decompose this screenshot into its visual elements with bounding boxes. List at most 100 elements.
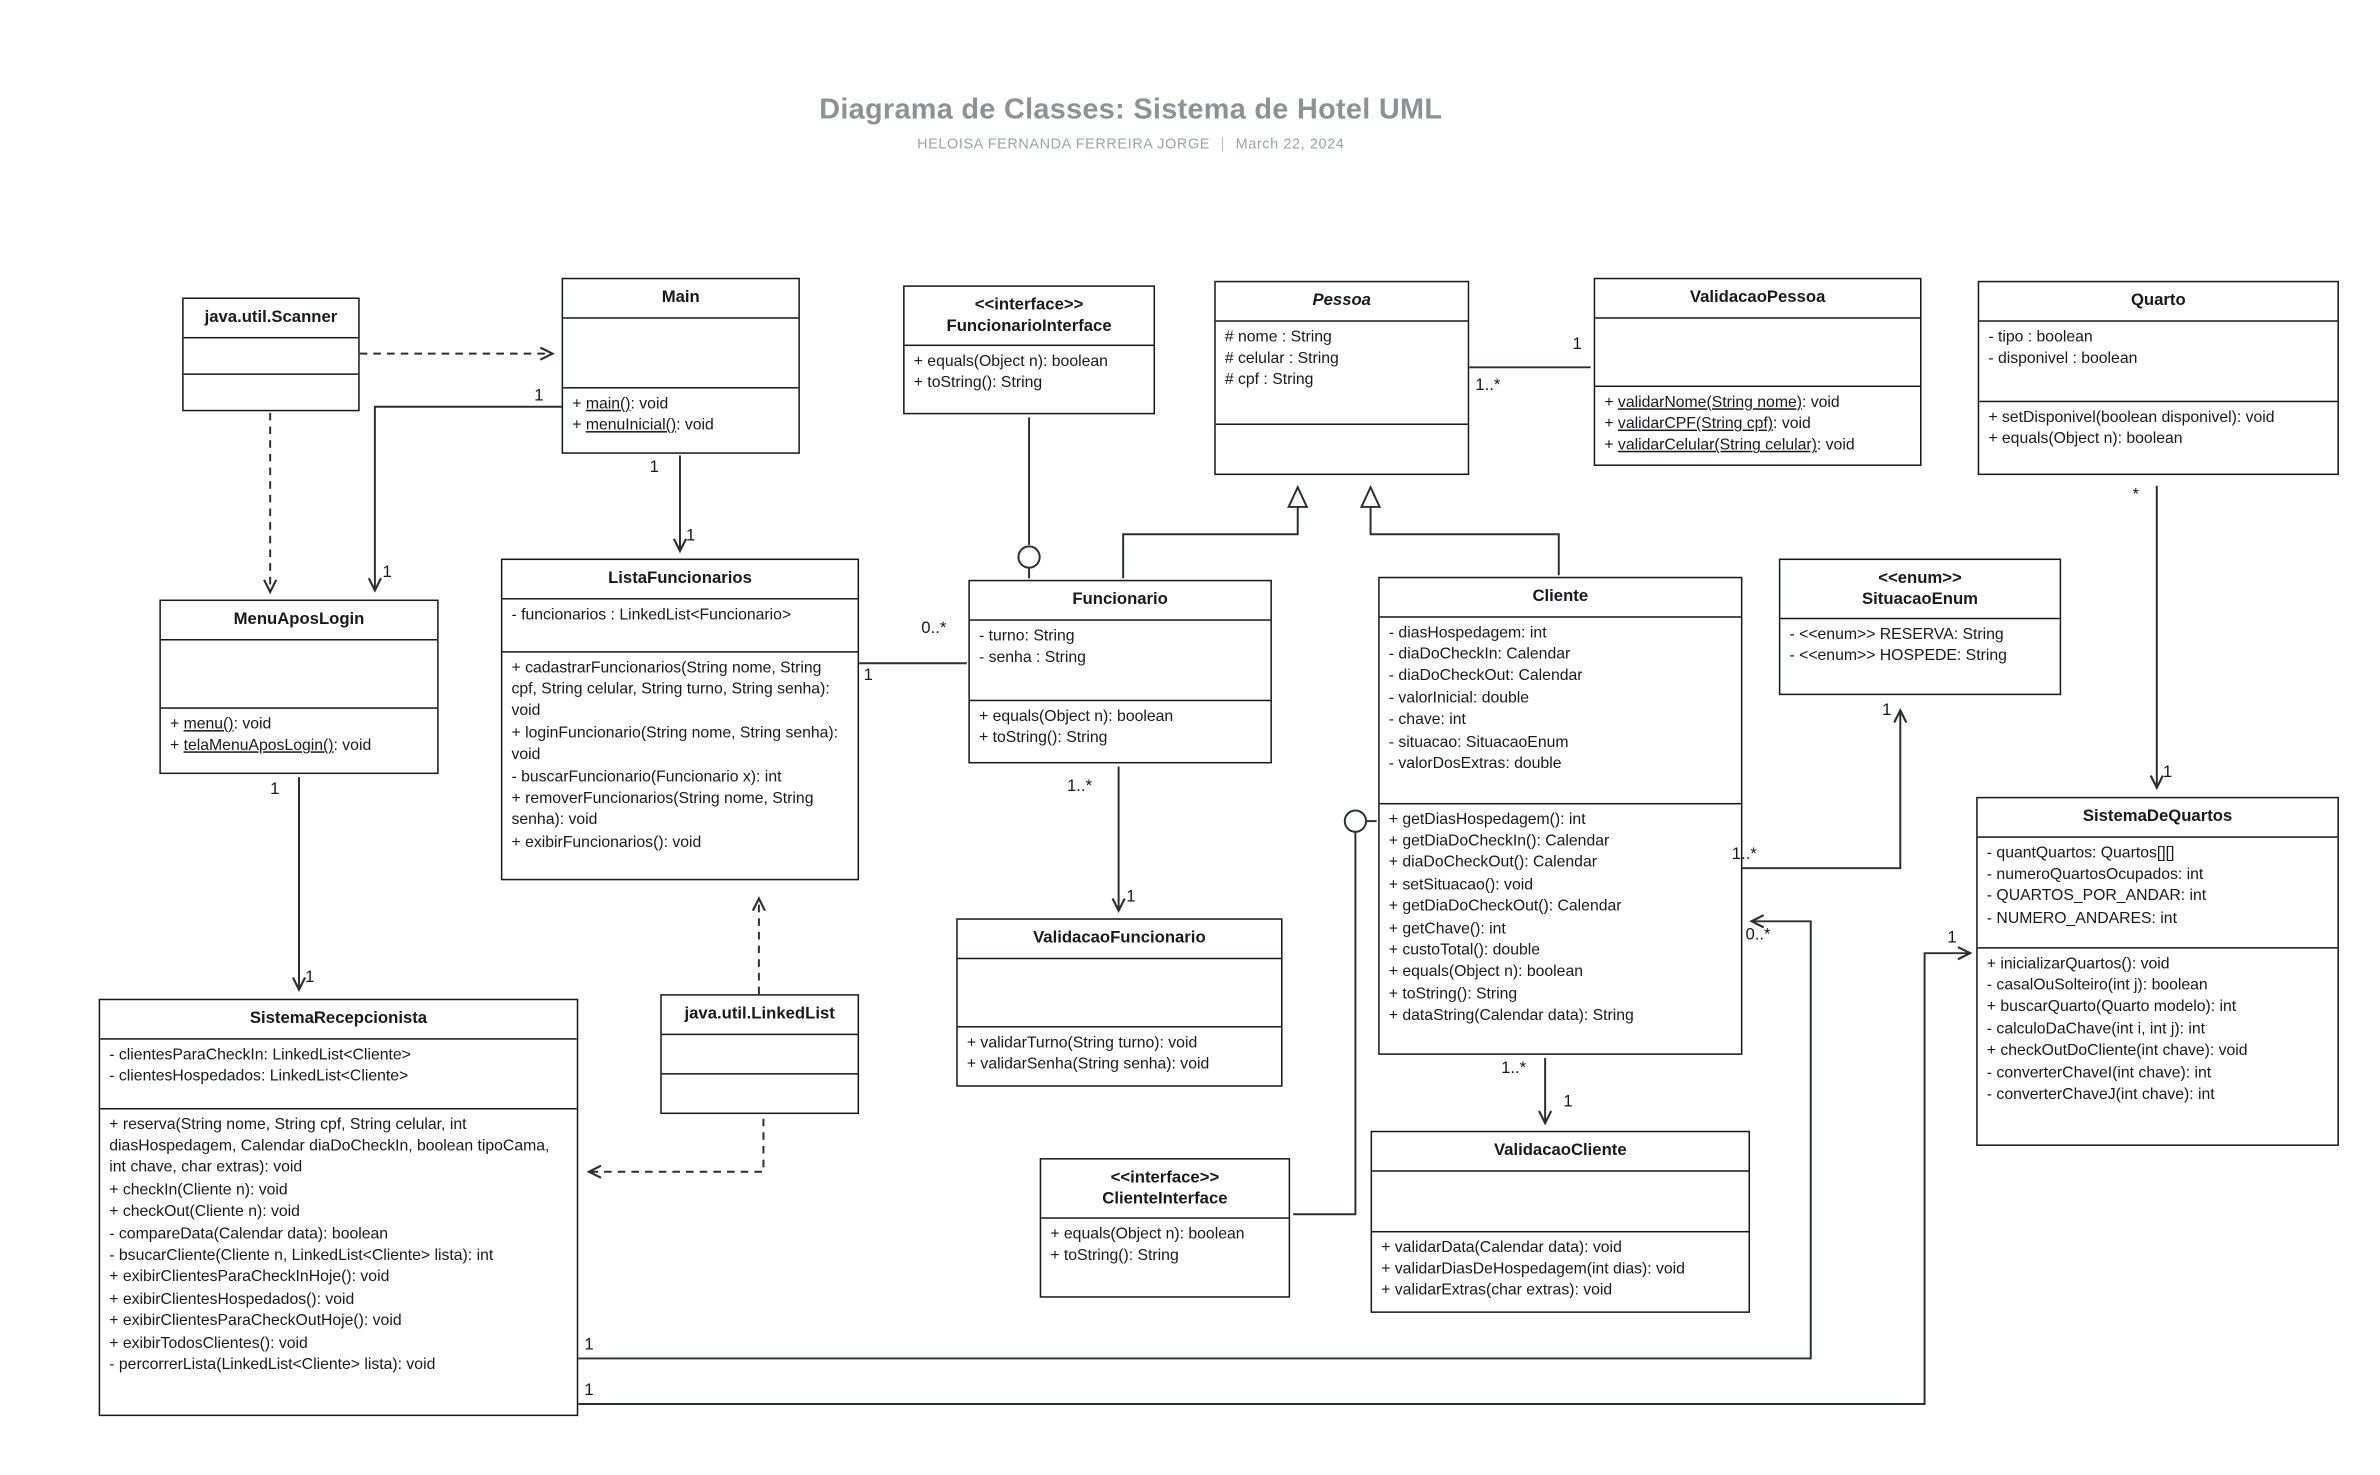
member-line: - valorDosExtras: double	[1388, 755, 1562, 773]
attributes-compartment	[1372, 1169, 1749, 1230]
class-situacaoenum[interactable]: <<enum>> SituacaoEnum - <<enum>> RESERVA…	[1778, 558, 2062, 696]
member-line: - <<enum>> RESERVA: String	[1789, 626, 2004, 644]
class-title: Pessoa	[1312, 291, 1371, 310]
member-line: + checkOut(Cliente n): void	[109, 1203, 300, 1221]
class-java-util-linkedlist[interactable]: java.util.LinkedList	[660, 994, 860, 1114]
class-pessoa[interactable]: Pessoa # nome : String# celular : String…	[1214, 280, 1470, 475]
member-line: + menuInicial(): void	[572, 417, 714, 434]
methods-compartment: + validarNome(String nome): void+ valida…	[1595, 384, 1921, 464]
edge-cliente-pessoa-generalization	[1371, 487, 1560, 576]
multiplicity-label: 1	[270, 780, 280, 799]
multiplicity-label: 1	[584, 1381, 594, 1400]
member-line: + equals(Object n): boolean	[1050, 1226, 1245, 1244]
multiplicity-label: 1	[1947, 928, 1957, 948]
member-line: + validarData(Calendar data): void	[1381, 1239, 1622, 1256]
member-line: + checkOutDoCliente(int chave): void	[1986, 1042, 2248, 1060]
member-line: + exibirClientesHospedados(): void	[109, 1291, 355, 1308]
author-name: HELOISA FERNANDA FERREIRA JORGE	[917, 136, 1211, 154]
multiplicity-label: 1	[2162, 763, 2173, 782]
member-line: - diasHospedagem: int	[1388, 624, 1547, 642]
member-line: + checkIn(Cliente n): void	[109, 1181, 288, 1199]
member-line: + cadastrarFuncionarios(String nome, Str…	[511, 659, 830, 720]
member-line: + main(): void	[572, 395, 669, 413]
class-menuaposlogin[interactable]: MenuAposLogin + menu(): void+ telaMenuAp…	[159, 599, 439, 774]
attributes-compartment: - tipo : boolean- disponivel : boolean	[1979, 319, 2338, 399]
attributes-compartment	[183, 336, 359, 372]
methods-compartment: + cadastrarFuncionarios(String nome, Str…	[502, 650, 858, 878]
member-line: + validarSenha(String senha): void	[966, 1056, 1210, 1073]
methods-compartment: + validarTurno(String turno): void+ vali…	[957, 1025, 1282, 1084]
class-title: Quarto	[2130, 291, 2186, 310]
page-title: Diagrama de Classes: Sistema de Hotel UM…	[819, 94, 1443, 126]
member-line: + inicializarQuartos(): void	[1986, 955, 2170, 973]
class-title: java.util.LinkedList	[684, 1004, 835, 1023]
class-sistemarecepcionista[interactable]: SistemaRecepcionista - clientesParaCheck…	[98, 998, 579, 1416]
member-line: + getDiasHospedagem(): int	[1388, 811, 1586, 828]
member-line: + toString(): String	[913, 375, 1043, 393]
multiplicity-label: 1	[863, 666, 873, 685]
class-main[interactable]: Main + main(): void + menuInicial(): void	[561, 277, 800, 454]
member-line: + validarCPF(String cpf): void	[1604, 415, 1811, 433]
member-line: + validarCelular(String celular): void	[1604, 437, 1855, 455]
member-line: - compareData(Calendar data): boolean	[109, 1225, 389, 1243]
member-line: + setDisponivel(boolean disponivel): voi…	[1988, 409, 2275, 426]
member-line: - percorrerLista(LinkedList<Cliente> lis…	[109, 1356, 436, 1374]
class-title: ValidacaoFuncionario	[1033, 928, 1206, 948]
member-line: + reserva(String nome, String cpf, Strin…	[109, 1116, 550, 1177]
attributes-compartment	[661, 1032, 858, 1072]
multiplicity-label: 0..*	[921, 619, 947, 638]
member-line: + dataString(Calendar data): String	[1388, 1008, 1634, 1025]
class-title: <<interface>> ClienteInterface	[1041, 1160, 1288, 1218]
multiplicity-label: 1..*	[1475, 376, 1501, 395]
class-quarto[interactable]: Quarto - tipo : boolean- disponivel : bo…	[1977, 280, 2339, 475]
member-line: + loginFuncionario(String nome, String s…	[511, 725, 839, 764]
member-line: - calculoDaChave(int i, int j): int	[1986, 1021, 2206, 1038]
multiplicity-label: 1	[1572, 335, 1582, 354]
multiplicity-label: 1	[584, 1335, 594, 1354]
class-title: SistemaRecepcionista	[249, 1009, 428, 1028]
member-line: + getDiaDoCheckOut(): Calendar	[1388, 898, 1622, 916]
attributes-compartment: - turno: String- senha : String	[969, 618, 1271, 699]
member-line: # nome : String	[1224, 328, 1332, 346]
class-funcionariointerface[interactable]: <<interface>> FuncionarioInterface + equ…	[903, 285, 1156, 415]
multiplicity-label: 1	[1563, 1092, 1573, 1112]
class-validacaocliente[interactable]: ValidacaoCliente + validarData(Calendar …	[1370, 1130, 1751, 1313]
member-line: + toString(): String	[978, 729, 1108, 747]
attributes-compartment	[957, 956, 1282, 1025]
class-funcionario[interactable]: Funcionario - turno: String- senha : Str…	[968, 579, 1272, 763]
member-line: - valorInicial: double	[1388, 690, 1530, 707]
attributes-compartment: - quantQuartos: Quartos[][]- numeroQuart…	[1977, 835, 2338, 947]
class-sistemadequartos[interactable]: SistemaDeQuartos - quantQuartos: Quartos…	[1976, 796, 2339, 1146]
member-line: - clientesHospedados: LinkedList<Cliente…	[109, 1068, 409, 1086]
class-title: Main	[661, 288, 700, 307]
attributes-compartment: - clientesParaCheckIn: LinkedList<Client…	[100, 1037, 577, 1107]
class-title: Cliente	[1532, 587, 1589, 606]
attributes-compartment: # nome : String# celular : String# cpf :…	[1215, 319, 1468, 422]
class-title: MenuAposLogin	[233, 610, 365, 629]
member-line: + toString(): String	[1388, 986, 1518, 1003]
edge-funcionario-pessoa-generalization	[1122, 487, 1298, 579]
member-line: + equals(Object n): boolean	[913, 353, 1108, 371]
class-listafuncionarios[interactable]: ListaFuncionarios - funcionarios : Linke…	[500, 558, 860, 880]
methods-compartment: + setDisponivel(boolean disponivel): voi…	[1979, 399, 2338, 473]
member-line: + equals(Object n): boolean	[1988, 430, 2183, 448]
enum-values-compartment: - <<enum>> RESERVA: String- <<enum>> HOS…	[1780, 617, 2060, 694]
class-clienteinterface[interactable]: <<interface>> ClienteInterface + equals(…	[1039, 1158, 1291, 1298]
stereotype-label: <<interface>>	[974, 295, 1084, 315]
member-line: + exibirTodosClientes(): void	[109, 1335, 308, 1352]
class-cliente[interactable]: Cliente - diasHospedagem: int - diaDoChec…	[1378, 576, 1743, 1055]
member-line: - diaDoCheckIn: Calendar	[1388, 646, 1571, 664]
page-subtitle: HELOISA FERNANDA FERREIRA JORGE|March 22…	[501, 137, 1761, 154]
member-line: - NUMERO_ANDARES: int	[1986, 910, 2177, 927]
member-line: + toString(): String	[1050, 1248, 1179, 1265]
member-line: - tipo : boolean	[1988, 328, 2093, 346]
class-validacaopessoa[interactable]: ValidacaoPessoa + validarNome(String nom…	[1593, 277, 1922, 466]
member-line: - funcionarios : LinkedList<Funcionario>	[511, 606, 792, 624]
member-line: + removerFuncionarios(String nome, Strin…	[511, 790, 814, 830]
class-java-util-scanner[interactable]: java.util.Scanner	[182, 297, 360, 411]
edge-cliente-situacaoenum	[1742, 707, 1908, 870]
member-line: + telaMenuAposLogin(): void	[169, 737, 372, 755]
class-validacaofuncionario[interactable]: ValidacaoFuncionario + validarTurno(Stri…	[956, 918, 1283, 1086]
member-line: + custoTotal(): double	[1388, 942, 1541, 960]
